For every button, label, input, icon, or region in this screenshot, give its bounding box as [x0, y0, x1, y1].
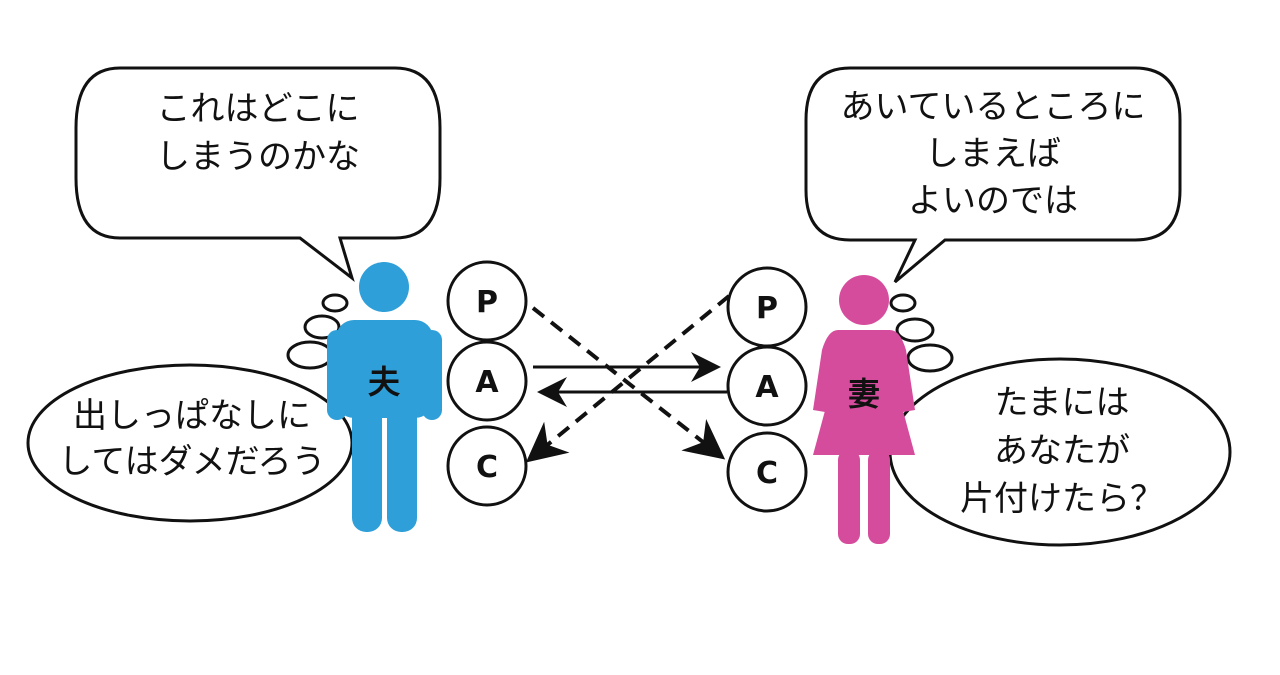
ego-label-parent: P — [476, 285, 498, 320]
wife-thought-bubble: たまには あなたが 片付けたら？ — [888, 293, 1232, 547]
ego-circle-adult — [726, 345, 808, 427]
husband-speech-line-1: これはどこに — [157, 89, 360, 129]
ego-label-child: C — [476, 450, 498, 485]
wife-speech-line-2: しまえば — [925, 134, 1061, 174]
wife-thought-line-1: たまには — [995, 383, 1130, 423]
ego-label-child: C — [756, 456, 778, 491]
wife-figure: 妻 — [813, 275, 915, 544]
speech-bubble-icon — [74, 66, 442, 283]
ego-label-parent: P — [756, 291, 778, 326]
ego-circle-child — [726, 431, 808, 513]
husband-speech-line-2: しまうのかな — [156, 137, 360, 177]
arrow-wife-p-to-husband-c — [525, 294, 731, 463]
wife-label: 妻 — [848, 375, 880, 413]
ego-circle-adult — [446, 340, 528, 422]
thought-dot-small — [321, 293, 349, 313]
husband-thought-bubble: 出しっぱなしに してはダメだろう — [26, 293, 354, 523]
husband-thought-line-2: してはダメだろう — [58, 442, 325, 482]
ego-label-adult: A — [755, 370, 779, 405]
wife-ego-states: P A C — [726, 266, 808, 513]
husband-thought-line-1: 出しっぱなしに — [73, 396, 311, 436]
husband-ego-states: P A C — [446, 260, 528, 507]
husband-label: 夫 — [368, 363, 401, 401]
ego-label-adult: A — [475, 365, 499, 400]
thought-dot-large — [286, 340, 334, 370]
thought-dot-medium — [895, 317, 935, 343]
transaction-arrows — [525, 294, 731, 463]
wife-thought-line-3: 片付けたら？ — [960, 479, 1164, 519]
man-icon — [327, 262, 442, 532]
speech-bubble-icon — [804, 66, 1182, 284]
arrow-husband-p-to-wife-c — [531, 306, 726, 460]
husband-speech-bubble: これはどこに しまうのかな — [74, 66, 442, 283]
ego-circle-child — [446, 425, 528, 507]
woman-icon — [813, 275, 915, 544]
thought-dot-large — [906, 343, 954, 373]
thought-dot-small — [889, 293, 917, 313]
ego-circle-parent — [446, 260, 528, 342]
wife-speech-line-1: あいているところに — [841, 87, 1146, 127]
wife-speech-line-3: よいのでは — [908, 181, 1078, 221]
wife-speech-bubble: あいているところに しまえば よいのでは — [804, 66, 1182, 284]
husband-figure: 夫 — [327, 262, 442, 532]
wife-thought-line-2: あなたが — [994, 431, 1130, 471]
